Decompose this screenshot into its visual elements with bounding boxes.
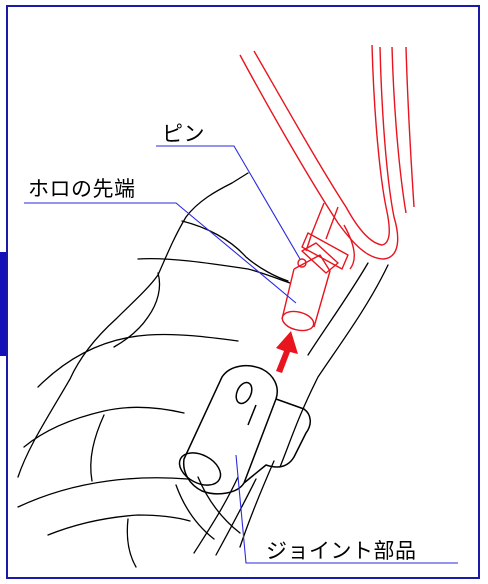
- pin-label: ピン: [162, 122, 205, 146]
- assembly-illustration: [17, 44, 458, 568]
- joint-part-drawing: [178, 364, 311, 495]
- diagram-frame: ピン ホロの先端 ジョイント部品: [6, 5, 480, 579]
- hood-tip-label: ホロの先端: [28, 177, 136, 201]
- hood-tip-drawing: [239, 44, 415, 332]
- hood-outline: [17, 172, 389, 568]
- joint-part-label: ジョイント部品: [266, 539, 417, 563]
- side-tab-marker: [0, 252, 9, 356]
- insert-arrow-icon: [276, 331, 298, 373]
- leader-lines: [24, 145, 458, 564]
